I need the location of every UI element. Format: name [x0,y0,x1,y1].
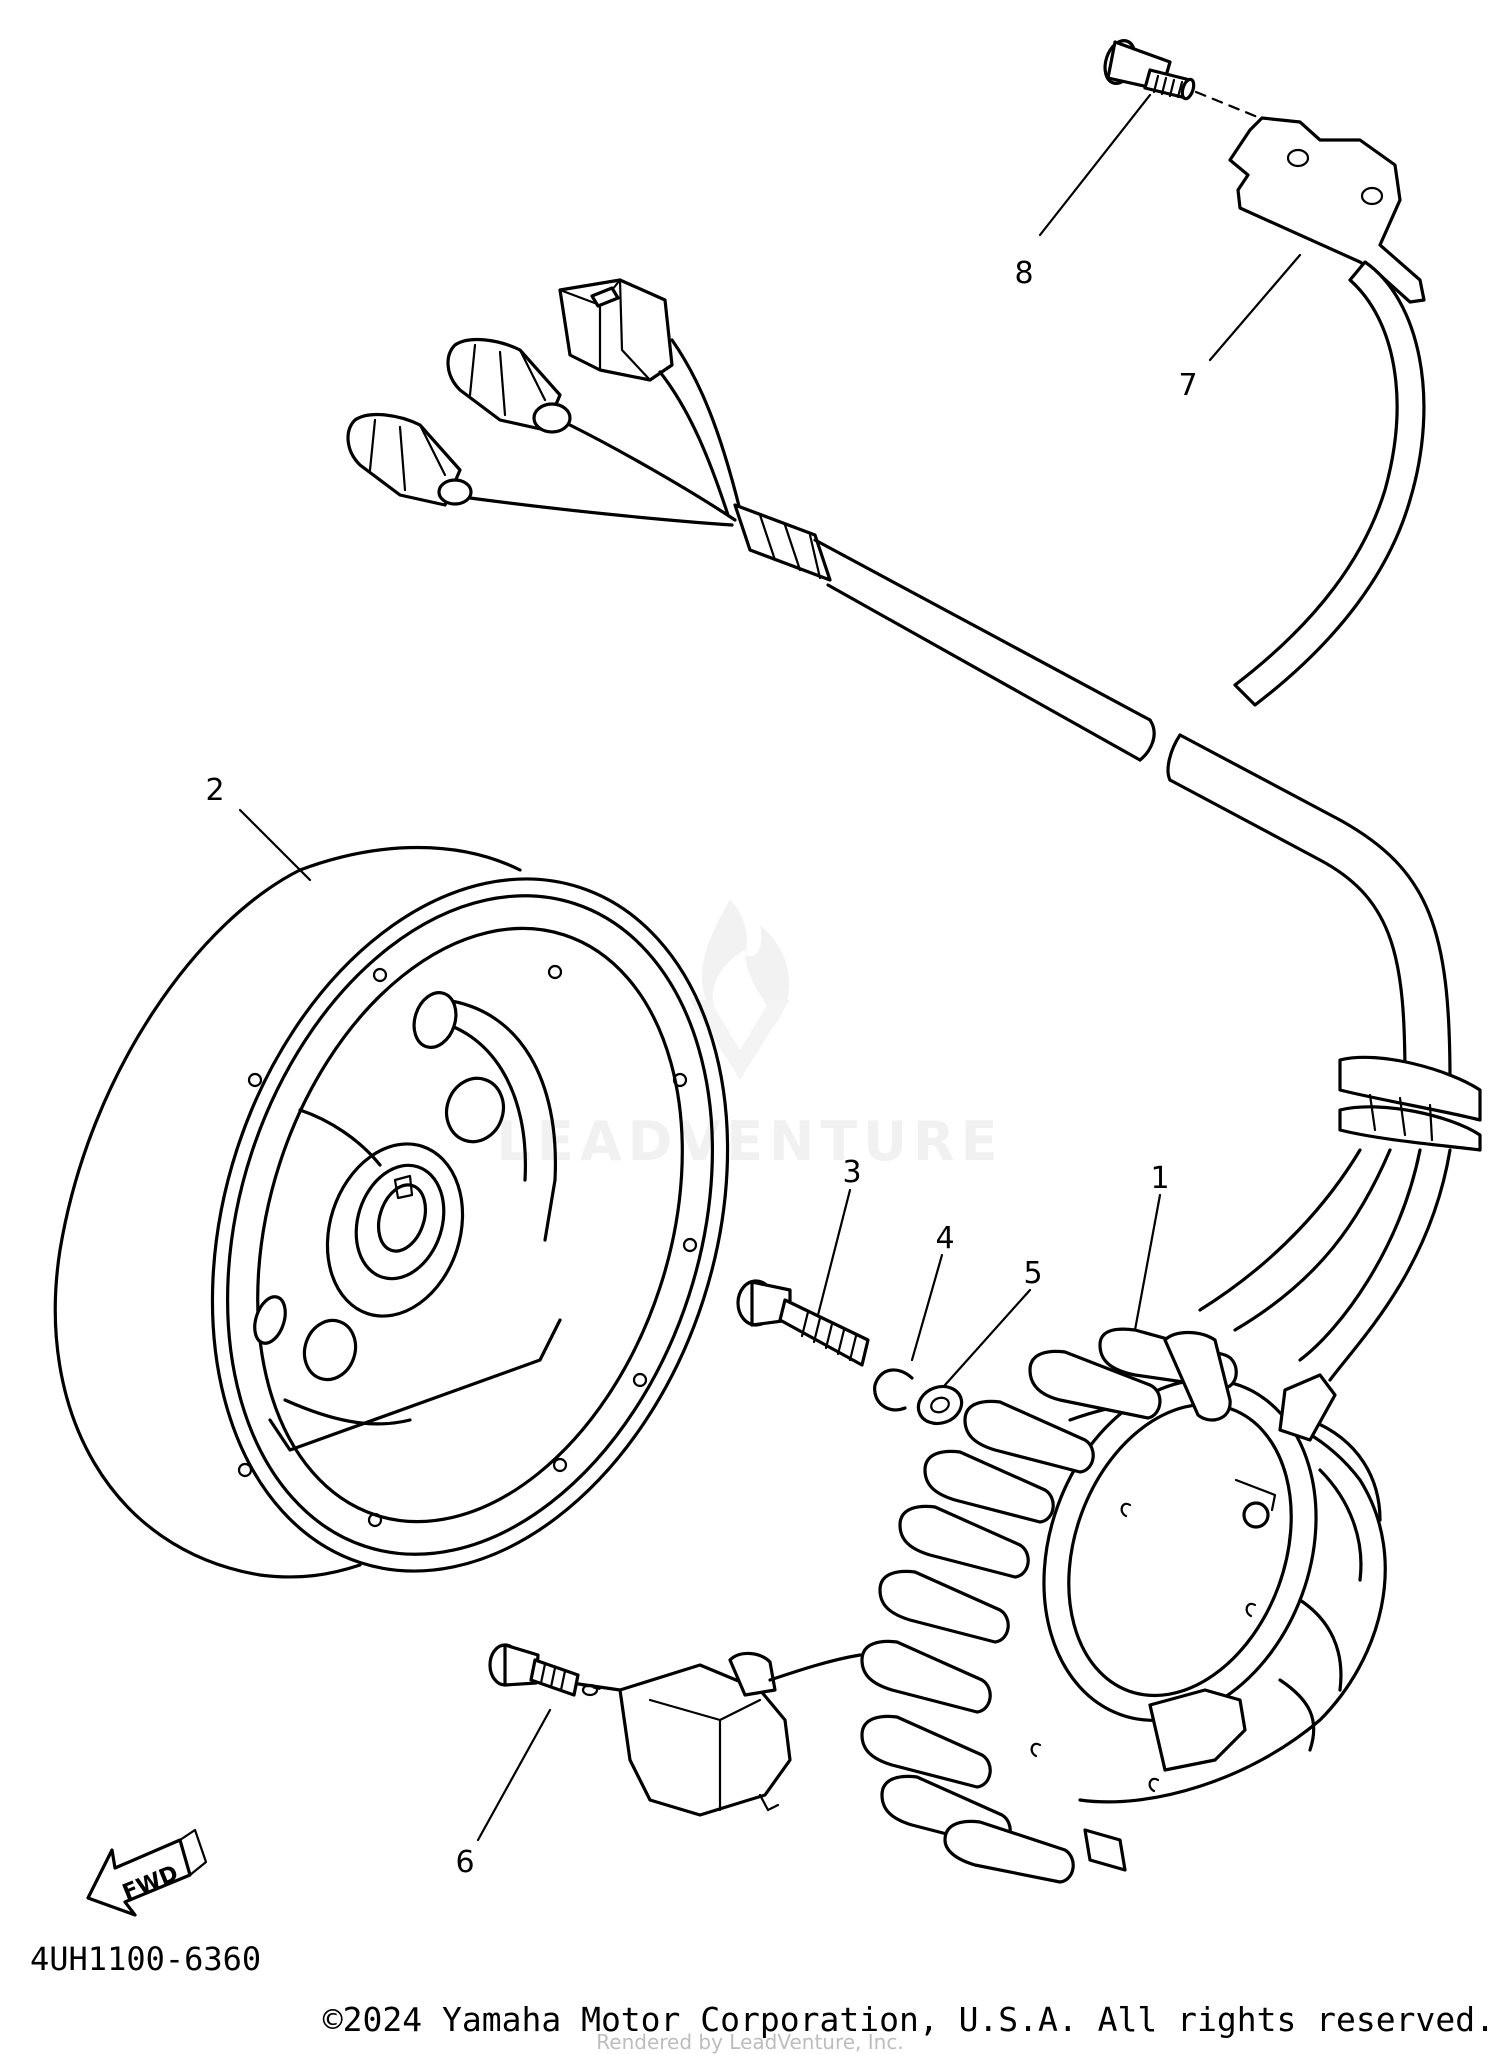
wire-harness [346,278,1482,1382]
part-7-bracket [1228,116,1426,707]
callout-3: 3 [842,1155,861,1190]
callout-7: 7 [1178,368,1197,403]
callout-2: 2 [205,773,224,808]
callout-1: 1 [1150,1161,1169,1196]
part-5-washer [916,1384,964,1426]
part-2-rotor [53,845,730,1579]
part-code: 4UH1100-6360 [30,1940,261,1978]
part-6-screw [488,1643,607,1697]
rotor-rim-holes [237,964,698,1528]
callout-8: 8 [1014,256,1033,291]
callouts: 1 2 3 4 5 6 7 8 [205,256,1197,1880]
callout-5: 5 [1023,1256,1042,1291]
leader-lines [238,93,1302,1842]
stator-poles [860,1327,1238,1884]
rendered-by-credit: Rendered by LeadVenture, Inc. [596,2030,904,2054]
watermark-logo: LEADVENTURE [497,900,1004,1173]
copyright-notice: ©2024 Yamaha Motor Corporation, U.S.A. A… [322,2000,1495,2039]
callout-6: 6 [455,1845,474,1880]
fwd-arrow: FWD [86,1828,208,1917]
part-1-stator [860,1327,1387,1884]
watermark-text: LEADVENTURE [497,1110,1004,1173]
part-8-bolt [1103,39,1262,120]
part-4-circlip [873,1368,914,1412]
callout-4: 4 [935,1221,954,1256]
part-3-bolt [736,1279,870,1367]
pickup-coil [563,1651,862,1817]
